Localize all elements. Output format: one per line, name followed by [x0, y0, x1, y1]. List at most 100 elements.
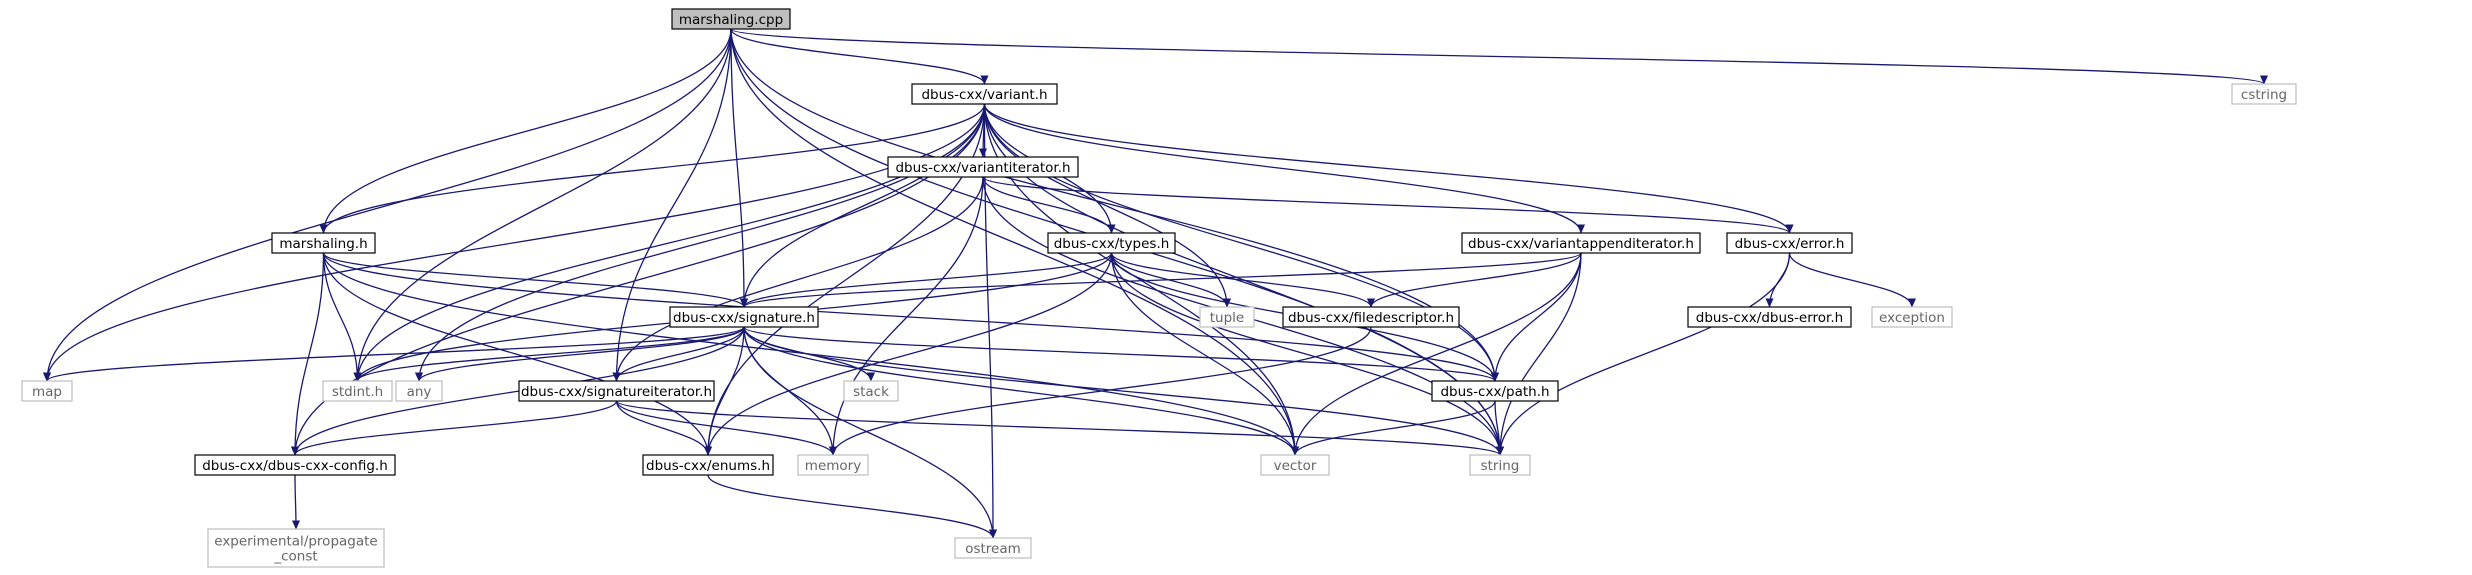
node-box: [1871, 306, 1953, 328]
edge-line: [43, 326, 745, 382]
node-propagate-const: experimental/propagate_const: [207, 528, 385, 568]
edge-line: [415, 326, 745, 382]
edge-types_h-to-vector: [1110, 252, 1300, 456]
edge-line: [1495, 252, 1791, 456]
edge-line: [1494, 400, 1505, 456]
edge-marshaling_h-to-path_h: [322, 252, 1499, 382]
edge-line: [983, 103, 1500, 382]
node-enums-h[interactable]: dbus-cxx/enums.h: [642, 454, 774, 476]
edge-variant_h-to-marshaling_h: [319, 103, 986, 234]
node-any: any: [395, 380, 443, 402]
edge-line: [290, 103, 986, 456]
edge-variantappenditerator_h-to-signature_h: [740, 252, 1582, 308]
edge-line: [703, 326, 745, 456]
node-label: dbus-cxx/types.h: [1054, 236, 1170, 252]
edge-marshaling_cpp-to-marshaling_h: [319, 28, 732, 234]
edge-variant_h-to-error_h: [983, 103, 1794, 234]
edge-line: [829, 326, 1372, 456]
node-label: dbus-cxx/signatureiterator.h: [521, 384, 712, 400]
edge-line: [730, 28, 2268, 85]
edge-dbus_cxx_config_h-to-propagate_const: [291, 474, 301, 530]
edge-enums_h-to-ostream: [707, 474, 997, 539]
node-stack: stack: [843, 380, 899, 402]
node-box: [797, 454, 869, 476]
edge-line: [743, 326, 1504, 456]
edge-types_h-to-filedescriptor_h: [1110, 252, 1375, 308]
edge-marshaling_cpp-to-signatureiterator_h: [612, 28, 732, 382]
edge-line: [730, 28, 749, 308]
edge-marshaling_h-to-enums_h: [322, 252, 713, 456]
edge-line: [319, 28, 732, 234]
node-signatureiterator-h[interactable]: dbus-cxx/signatureiterator.h: [518, 380, 715, 402]
edge-line: [322, 252, 1499, 382]
node-box: [1687, 306, 1852, 328]
node-map: map: [21, 380, 73, 402]
edge-line: [743, 326, 1299, 456]
edge-marshaling_cpp-to-cstring: [730, 28, 2268, 85]
node-variantiterator-h[interactable]: dbus-cxx/variantiterator.h: [887, 156, 1079, 178]
node-box: [518, 380, 715, 402]
edge-variantappenditerator_h-to-vector: [1290, 252, 1582, 456]
node-dbus-cxx-config-h[interactable]: dbus-cxx/dbus-cxx-config.h: [194, 454, 396, 476]
edge-line: [983, 103, 1794, 234]
node-cstring: cstring: [2231, 83, 2297, 105]
node-label: tuple: [1210, 310, 1244, 326]
edge-line: [1490, 252, 1582, 382]
edge-marshaling_cpp-to-signature_h: [730, 28, 749, 308]
edge-variant_h-to-signature_h: [739, 103, 986, 308]
node-label: cstring: [2241, 87, 2287, 103]
edge-variantappenditerator_h-to-filedescriptor_h: [1367, 252, 1582, 308]
edge-line: [322, 252, 362, 382]
node-label: dbus-cxx/error.h: [1735, 236, 1845, 252]
edge-line: [42, 28, 732, 382]
edge-variant_h-to-any: [414, 103, 986, 382]
edge-line: [730, 28, 989, 85]
edge-error_h-to-exception: [1788, 252, 1917, 308]
node-label: dbus-cxx/variant.h: [921, 87, 1047, 103]
edge-types_h-to-signature_h: [740, 252, 1113, 308]
edge-signatureiterator_h-to-dbus_cxx_config_h: [291, 400, 618, 456]
edge-signature_h-to-vector: [743, 326, 1299, 456]
edge-line: [353, 103, 986, 382]
nodes-layer: marshaling.cpp dbus-cxx/variant.h cstring d…: [21, 8, 2297, 568]
node-dbus-error-h[interactable]: dbus-cxx/dbus-error.h: [1687, 306, 1852, 328]
edge-marshaling_h-to-dbus_cxx_config_h: [290, 252, 325, 456]
node-signature-h[interactable]: dbus-cxx/signature.h: [669, 306, 819, 328]
node-box: [887, 156, 1079, 178]
edge-line: [353, 28, 732, 382]
node-variant-h[interactable]: dbus-cxx/variant.h: [911, 83, 1058, 105]
node-memory: memory: [797, 454, 869, 476]
edge-variant_h-to-path_h: [983, 103, 1500, 382]
edge-signature_h-to-any: [415, 326, 745, 382]
node-path-h[interactable]: dbus-cxx/path.h: [1431, 380, 1559, 402]
edge-line: [414, 103, 986, 382]
node-box: [1461, 232, 1701, 254]
edge-signature_h-to-ostream: [743, 326, 998, 539]
node-box: [642, 454, 774, 476]
edge-signature_h-to-path_h: [743, 326, 1499, 382]
node-label: dbus-cxx/dbus-cxx-config.h: [202, 458, 388, 474]
node-label: dbus-cxx/dbus-error.h: [1696, 310, 1843, 326]
edge-path_h-to-vector: [1291, 400, 1496, 456]
node-label: memory: [805, 458, 861, 474]
node-label: stdint.h: [332, 384, 383, 400]
node-filedescriptor-h[interactable]: dbus-cxx/filedescriptor.h: [1282, 306, 1460, 328]
edge-line: [828, 176, 984, 456]
node-box: [2231, 83, 2297, 105]
edge-line: [730, 28, 1300, 456]
edge-line: [290, 252, 325, 456]
node-box: [671, 8, 791, 30]
node-box: [1260, 454, 1330, 476]
node-stdint-h: stdint.h: [322, 380, 393, 402]
edge-variantiterator_h-to-error_h: [982, 176, 1794, 234]
node-box: [271, 232, 376, 254]
node-marshaling-h[interactable]: marshaling.h: [271, 232, 376, 254]
edge-line: [319, 103, 986, 234]
node-variantappenditerator-h[interactable]: dbus-cxx/variantappenditerator.h: [1461, 232, 1701, 254]
node-box: [207, 528, 385, 568]
node-marshaling-cpp[interactable]: marshaling.cpp: [671, 8, 791, 30]
node-label: dbus-cxx/variantappenditerator.h: [1468, 236, 1694, 252]
node-label: dbus-cxx/filedescriptor.h: [1288, 310, 1454, 326]
node-types-h[interactable]: dbus-cxx/types.h: [1047, 232, 1176, 254]
node-error-h[interactable]: dbus-cxx/error.h: [1726, 232, 1853, 254]
